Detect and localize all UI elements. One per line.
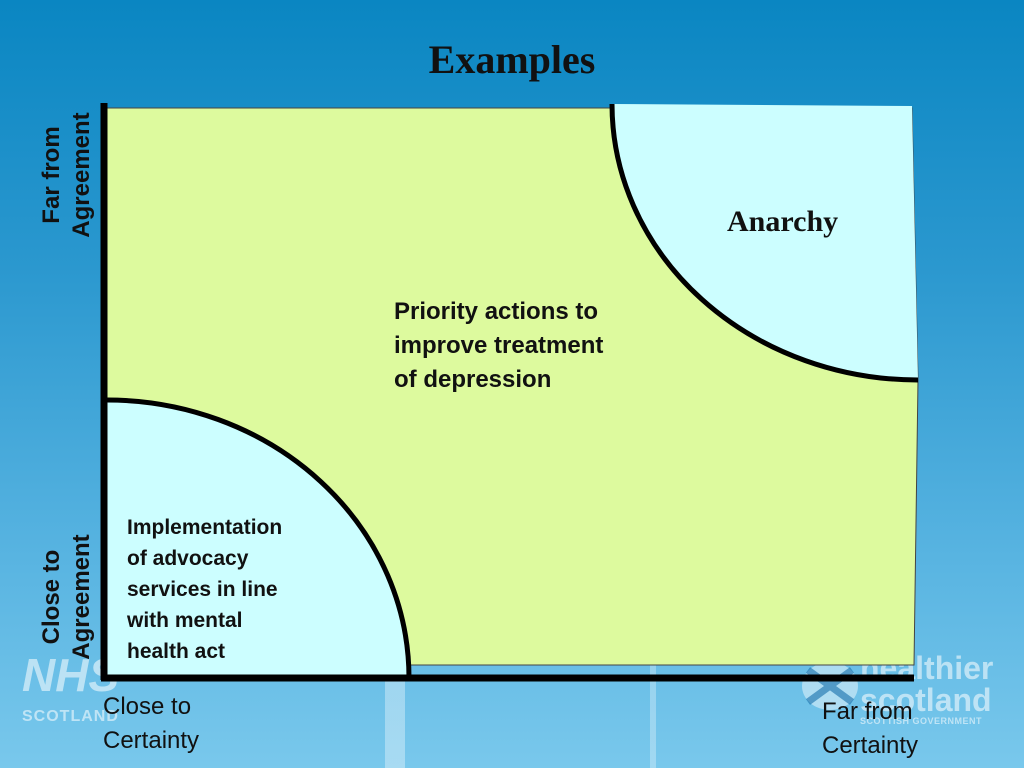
x-label-left-line2: Certainty: [103, 727, 200, 754]
anarchy-zone: [612, 104, 918, 380]
implementation-line5: health act: [127, 640, 226, 663]
x-label-left-line1: Close to: [103, 693, 192, 720]
simple-boundary: [106, 397, 412, 679]
nhs-logo-subtitle: SCOTLAND: [22, 708, 119, 725]
implementation-line4: with mental: [127, 609, 243, 632]
y-label-close-to-agreement: Close to Agreement: [37, 512, 97, 682]
x-label-far-from-certainty: Far from Certainty: [822, 695, 918, 763]
priority-line3: of depression: [394, 366, 552, 393]
x-label-right-line2: Certainty: [822, 732, 919, 759]
y-label-far-from-agreement: Far from Agreement: [37, 90, 97, 260]
implementation-label: Implementation of advocacy services in l…: [127, 512, 282, 667]
priority-line1: Priority actions to: [394, 298, 599, 325]
anarchy-label: Anarchy: [727, 205, 839, 238]
implementation-line3: services in line: [127, 578, 278, 601]
x-label-right-line1: Far from: [822, 698, 913, 725]
y-label-top-line1: Far from: [38, 126, 65, 224]
y-label-bottom-line2: Agreement: [68, 534, 95, 660]
priority-actions-label: Priority actions to improve treatment of…: [394, 295, 603, 397]
slide-title: Examples: [428, 37, 596, 82]
priority-line2: improve treatment: [394, 332, 604, 359]
y-label-top-line2: Agreement: [68, 112, 95, 238]
anarchy-boundary: [609, 103, 919, 383]
hs-logo-line2: scotland: [860, 682, 992, 718]
x-label-close-to-certainty: Close to Certainty: [103, 690, 199, 758]
implementation-line1: Implementation: [127, 516, 283, 539]
simple-zone: [107, 400, 409, 678]
hs-logo-line3: SCOTTISH GOVERNMENT: [860, 716, 983, 726]
implementation-line2: of advocacy: [127, 547, 249, 570]
y-label-bottom-line1: Close to: [38, 549, 65, 645]
